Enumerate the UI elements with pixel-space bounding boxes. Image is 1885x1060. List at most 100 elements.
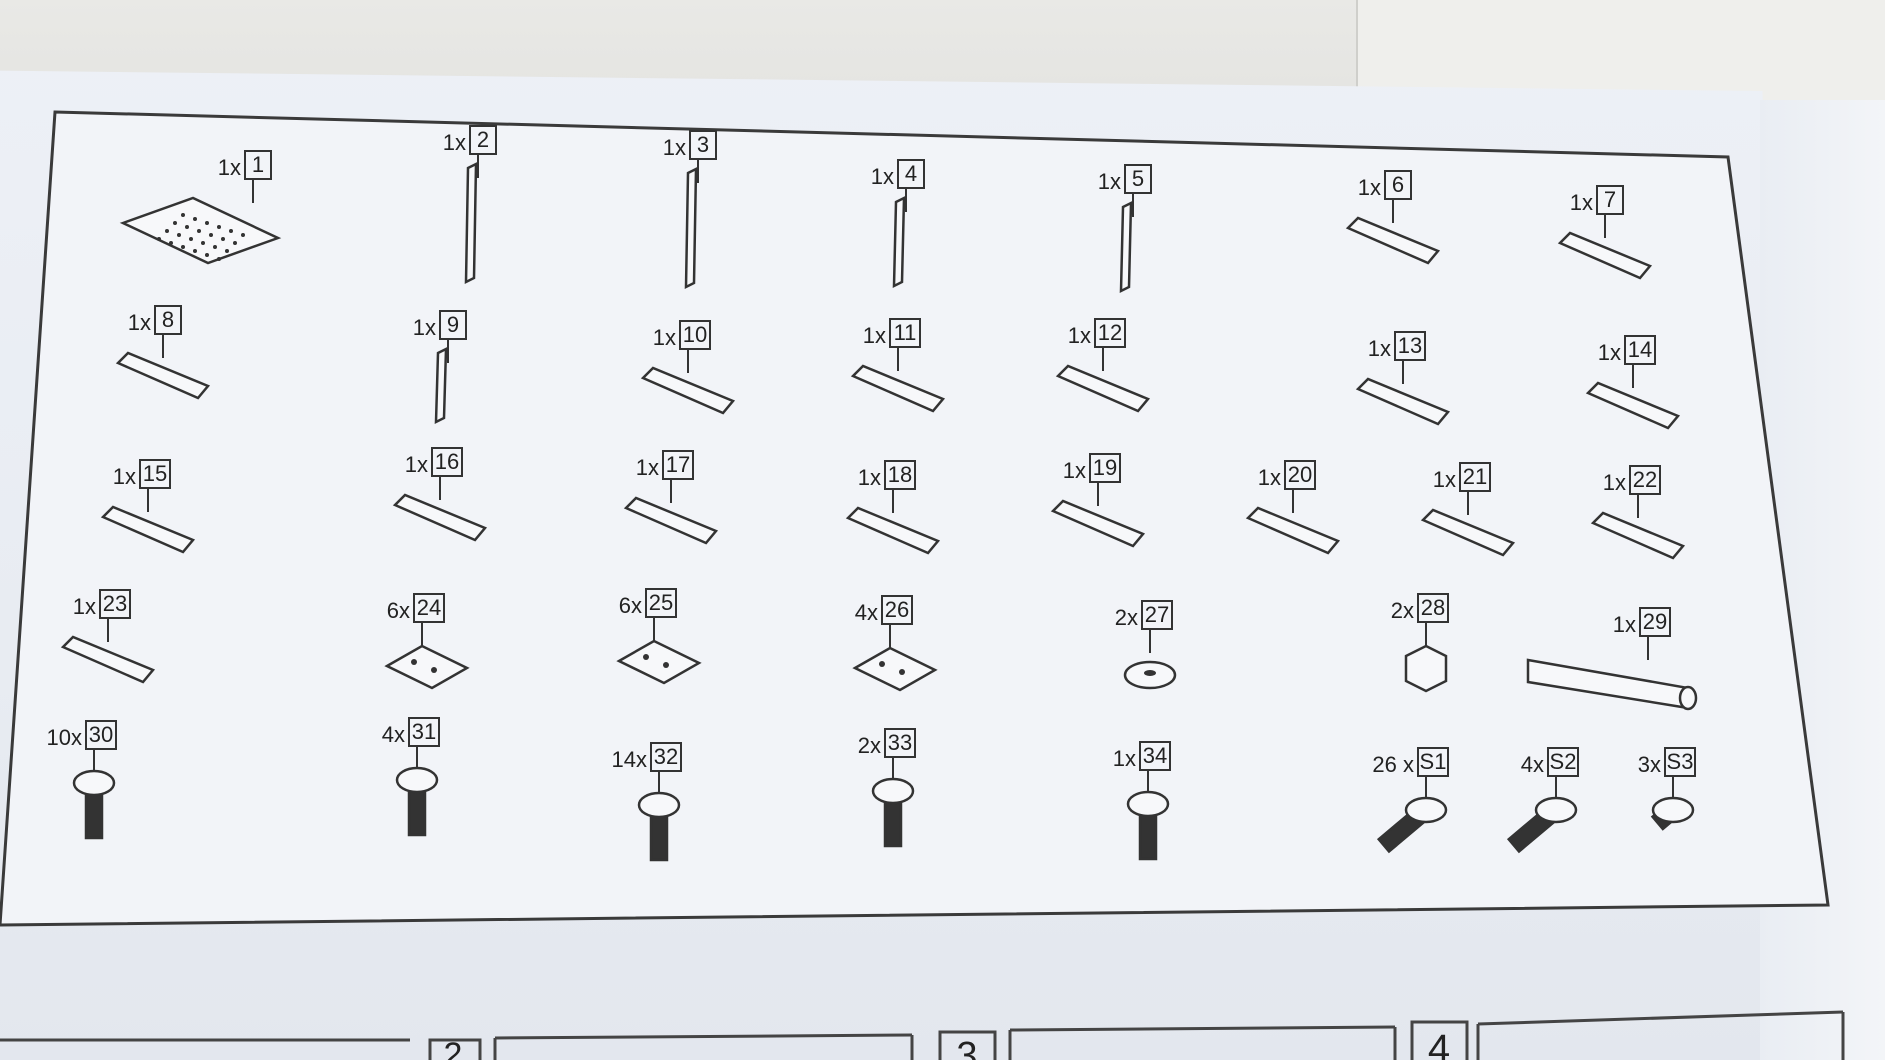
part-13: 1x 13: [1355, 331, 1451, 426]
part-quantity: 2x: [858, 733, 881, 758]
part-quantity: 26 x: [1372, 752, 1414, 777]
tube-end: [1678, 685, 1698, 711]
part-quantity: 6x: [387, 598, 410, 623]
part-quantity: 1x: [73, 594, 96, 619]
bracket-shape: [392, 493, 488, 542]
bracket-shape: [1557, 231, 1653, 280]
hole: [177, 233, 181, 237]
part-number-box: [1417, 593, 1449, 623]
part-number: 7: [1604, 187, 1616, 212]
part-quantity: 1x: [1063, 458, 1086, 483]
part-number: 27: [1145, 602, 1169, 627]
screw-head: [395, 766, 439, 794]
bracket-shape: [1355, 377, 1451, 426]
part-number: 13: [1398, 333, 1422, 358]
part-number-box: [1639, 607, 1671, 637]
part-number-box: [884, 460, 916, 490]
part-number: 19: [1093, 455, 1117, 480]
part-quantity: 1x: [128, 310, 151, 335]
bracket-shape: [640, 366, 736, 415]
bracket-shape: [1055, 364, 1151, 413]
screw-head: [1404, 796, 1448, 824]
hole: [879, 661, 885, 667]
part-number-box: [1094, 318, 1126, 348]
part-14: 1x 14: [1585, 335, 1681, 430]
screw-head: [637, 791, 681, 819]
hole: [185, 225, 189, 229]
part-quantity: 1x: [1570, 190, 1593, 215]
part-10: 1x 10: [640, 320, 736, 415]
hole: [663, 662, 669, 668]
part-number-box: [413, 593, 445, 623]
hole: [157, 237, 161, 241]
step-tab-4: 4: [1428, 1027, 1450, 1060]
part-number-box: [1629, 465, 1661, 495]
part-number: 22: [1633, 467, 1657, 492]
part-number: 10: [683, 322, 707, 347]
part-number: 29: [1643, 609, 1667, 634]
hole: [181, 245, 185, 249]
screw-head: [1651, 796, 1695, 824]
part-number: 15: [143, 461, 167, 486]
part-number-box: [897, 159, 925, 189]
hole: [213, 245, 217, 249]
part-quantity: 2x: [1115, 605, 1138, 630]
bracket-shape: [1420, 508, 1516, 557]
part-quantity: 4x: [382, 722, 405, 747]
part-number: 25: [649, 590, 673, 615]
hole: [197, 229, 201, 233]
part-number: 14: [1628, 337, 1652, 362]
washer-hole: [1144, 670, 1156, 676]
part-quantity: 1x: [1598, 340, 1621, 365]
hole: [193, 217, 197, 221]
bracket-shape: [1050, 499, 1146, 548]
plate-shape: [852, 646, 938, 692]
step-tab-3: 3: [956, 1035, 977, 1060]
part-number-box: [99, 589, 131, 619]
hole: [241, 233, 245, 237]
part-quantity: 10x: [47, 725, 82, 750]
part-quantity: 1x: [858, 465, 881, 490]
hole: [173, 221, 177, 225]
part-number-box: [1141, 600, 1173, 630]
part-number: 23: [103, 591, 127, 616]
bracket-shape: [60, 635, 156, 684]
screw-head: [871, 777, 915, 805]
part-23: 1x 23: [60, 589, 156, 684]
bar-shape: [434, 346, 448, 425]
part-quantity: 1x: [653, 325, 676, 350]
hole: [193, 249, 197, 253]
hole: [189, 237, 193, 241]
part-quantity: 1x: [1358, 175, 1381, 200]
part-quantity: 1x: [443, 130, 466, 155]
part-number-box: [1394, 331, 1426, 361]
bracket-shape: [1245, 506, 1341, 555]
part-number-box: [1089, 453, 1121, 483]
part-number-box: [439, 310, 467, 340]
part-number: 17: [666, 452, 690, 477]
part-number: 1: [252, 152, 264, 177]
part-number: 20: [1288, 462, 1312, 487]
part-quantity: 1x: [1368, 336, 1391, 361]
step-tab-2: 2: [444, 1036, 463, 1060]
bracket-shape: [623, 496, 719, 545]
part-quantity: 1x: [871, 164, 894, 189]
part-number: S3: [1667, 749, 1694, 774]
part-quantity: 1x: [1113, 746, 1136, 771]
bracket-shape: [845, 506, 941, 555]
